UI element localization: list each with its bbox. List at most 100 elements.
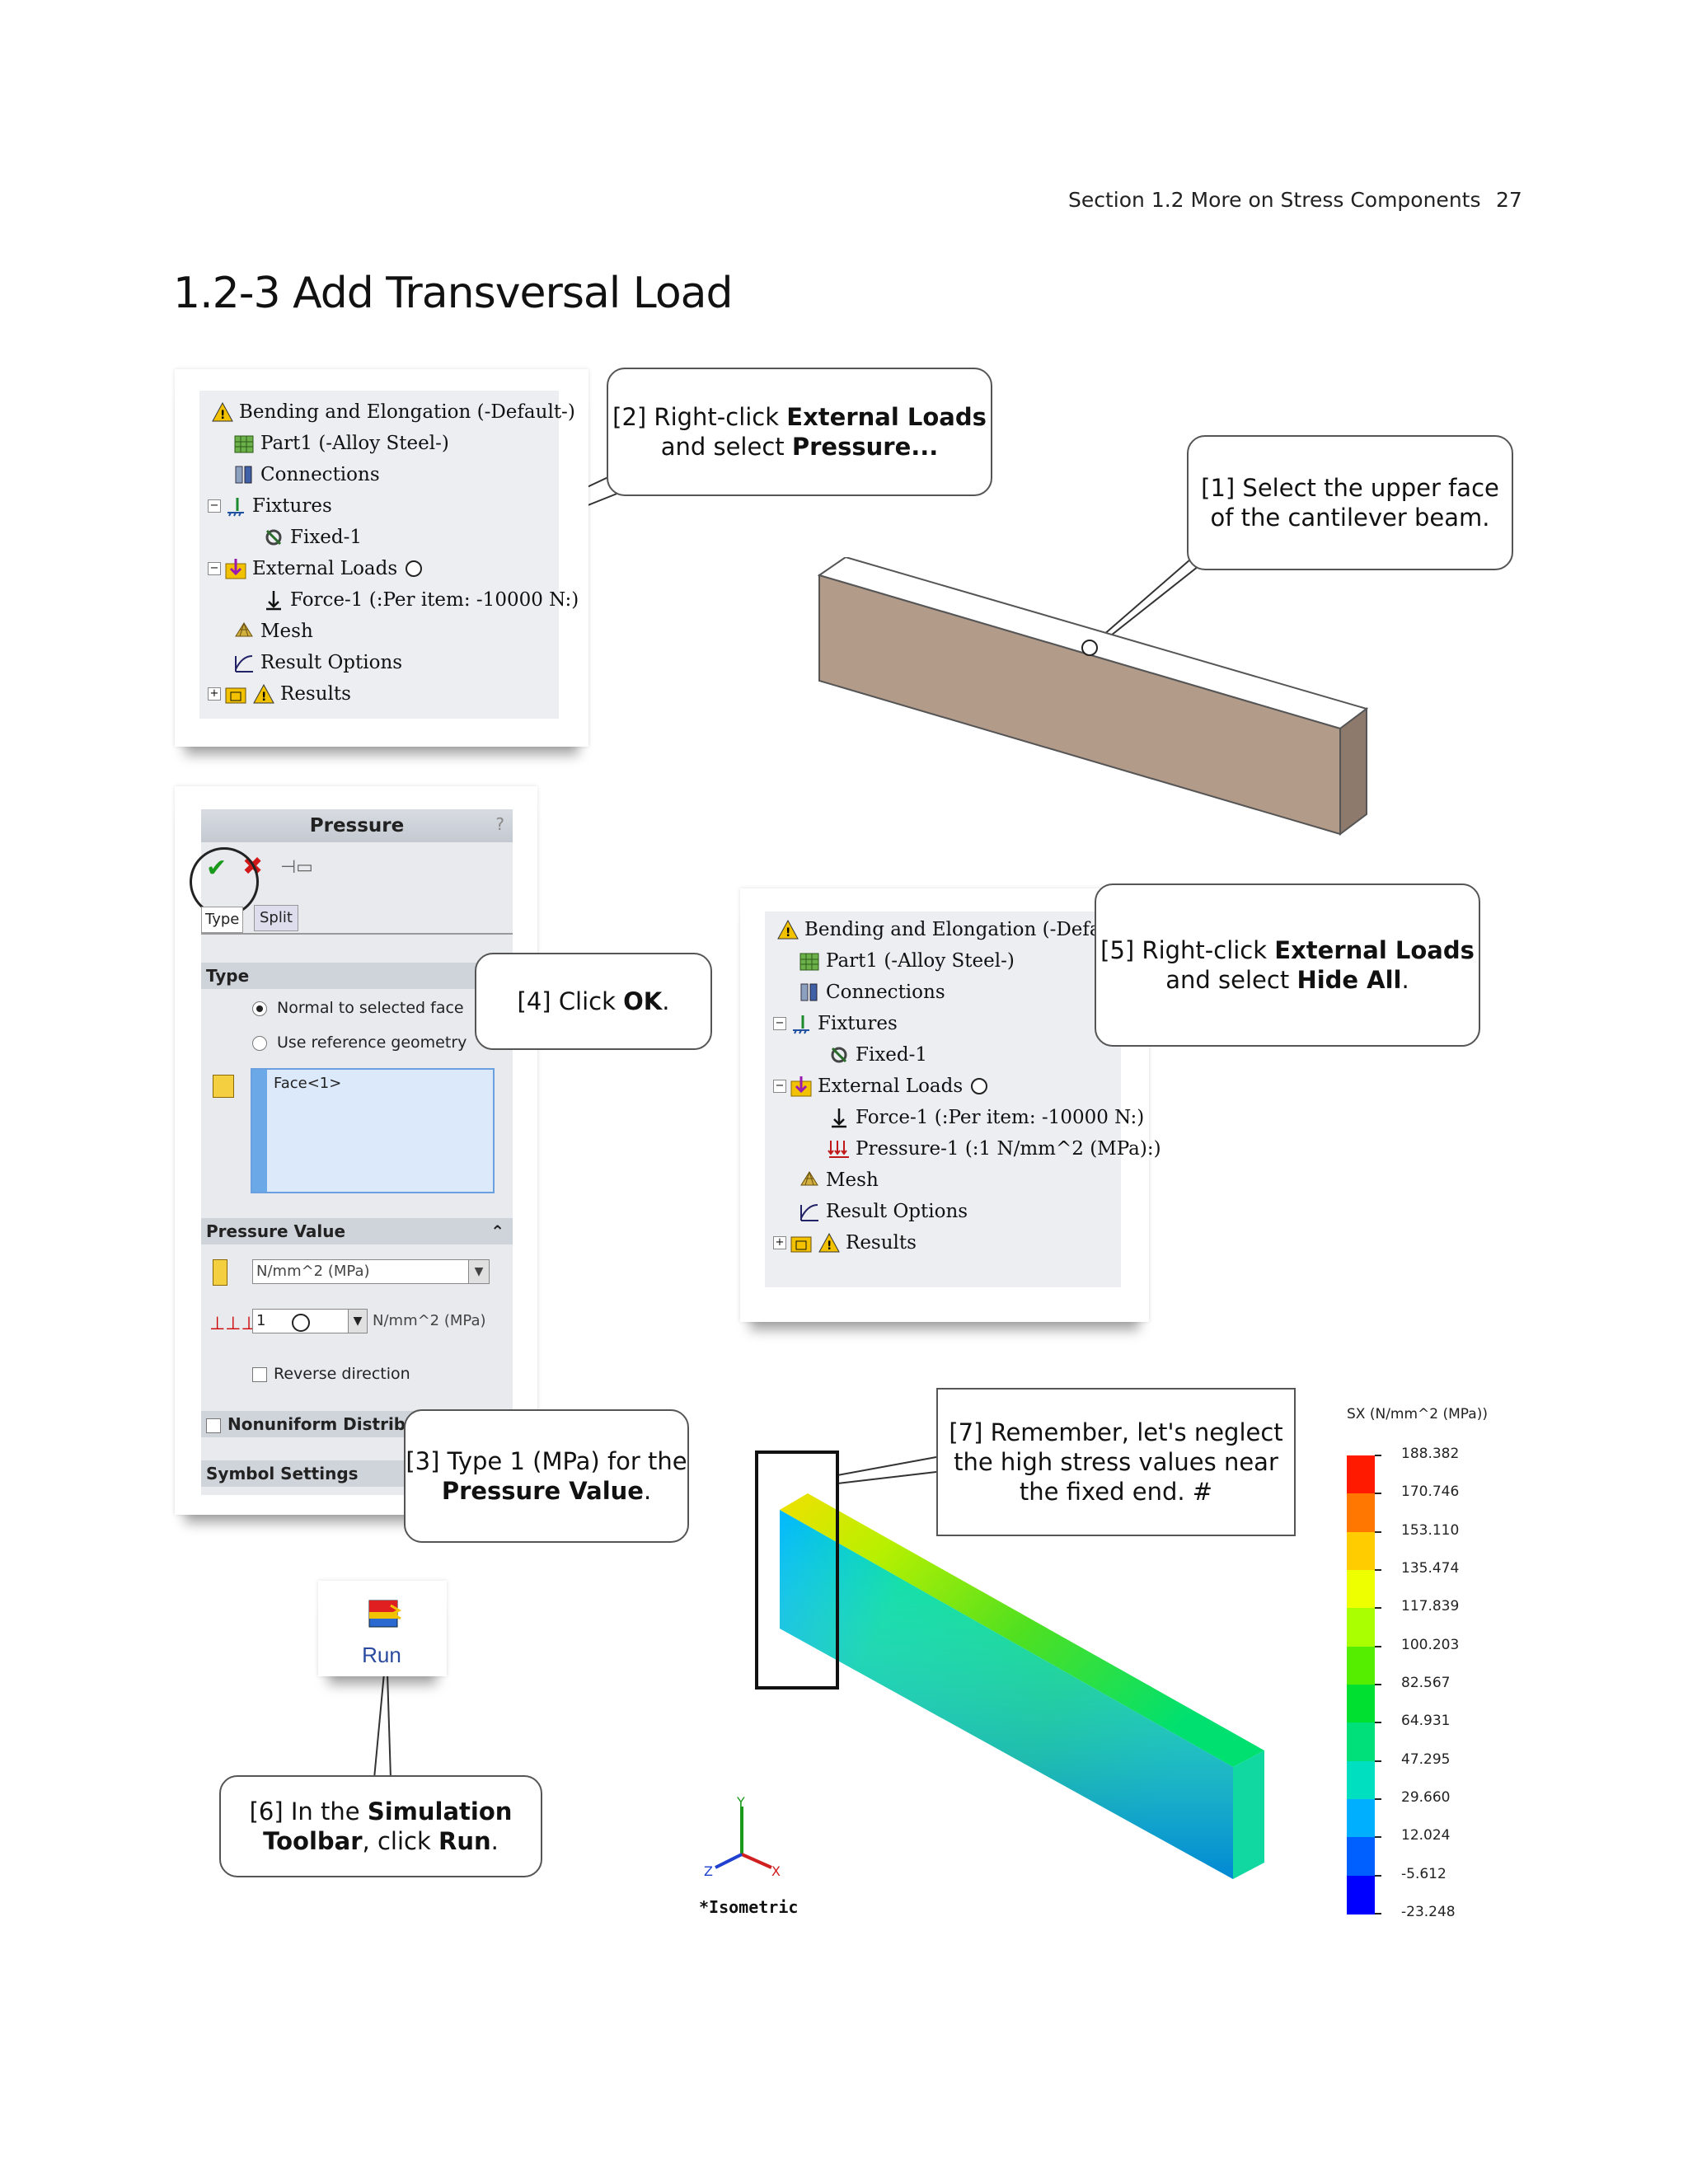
study-warning-icon: ! bbox=[776, 918, 799, 941]
dropdown-arrow-icon[interactable]: ▼ bbox=[468, 1260, 489, 1283]
collapse-icon[interactable]: − bbox=[773, 1080, 786, 1093]
legend-color-segment bbox=[1347, 1875, 1375, 1915]
legend-tick-mark bbox=[1375, 1684, 1381, 1685]
tree-item-label: Force-1 (:Per item: -10000 N:) bbox=[290, 589, 579, 611]
dropdown-arrow-icon[interactable]: ▼ bbox=[348, 1310, 367, 1333]
tree-item-mesh[interactable]: Mesh bbox=[798, 1165, 879, 1195]
run-button[interactable]: Run bbox=[345, 1596, 419, 1667]
legend-color-bar bbox=[1347, 1455, 1375, 1915]
collapse-icon[interactable]: − bbox=[208, 499, 221, 513]
tab-divider bbox=[201, 933, 513, 935]
tree-item-pressure-1[interactable]: Pressure-1 (:1 N/mm^2 (MPa):) bbox=[828, 1134, 1161, 1164]
cantilever-beam-model bbox=[817, 557, 1369, 836]
tree-item-study[interactable]: ! Bending and Elongation (-Default-) bbox=[776, 915, 1141, 944]
tree-item-fixed-1[interactable]: Fixed-1 bbox=[828, 1040, 927, 1070]
radio-unselected[interactable] bbox=[252, 1035, 267, 1051]
running-header: Section 1.2 More on Stress Components bbox=[1068, 188, 1481, 212]
tree-item-label: Result Options bbox=[260, 652, 403, 673]
tree-item-results[interactable]: + ! Results bbox=[208, 679, 351, 709]
selection-box-marker bbox=[252, 1070, 267, 1192]
connections-icon bbox=[232, 463, 256, 486]
collapse-icon[interactable]: − bbox=[208, 562, 221, 575]
tree-item-label: External Loads bbox=[818, 1076, 964, 1097]
units-select[interactable]: N/mm^2 (MPa) ▼ bbox=[252, 1259, 490, 1284]
option-normal-to-face[interactable]: Normal to selected face bbox=[252, 999, 464, 1017]
face-selection-box[interactable]: Face<1> bbox=[251, 1068, 495, 1193]
tree-item-fixtures[interactable]: − Fixtures bbox=[773, 1009, 898, 1038]
tree-item-external-loads[interactable]: − External Loads bbox=[773, 1071, 988, 1101]
tree-item-connections[interactable]: Connections bbox=[232, 460, 380, 490]
type-section-header[interactable]: Type bbox=[201, 963, 513, 989]
legend-color-segment bbox=[1347, 1646, 1375, 1685]
tree-item-result-options[interactable]: Result Options bbox=[798, 1197, 968, 1226]
external-loads-icon bbox=[224, 557, 247, 580]
tree-item-study[interactable]: ! Bending and Elongation (-Default-) bbox=[211, 397, 575, 427]
legend-color-segment bbox=[1347, 1837, 1375, 1877]
tree-item-label: Fixed-1 bbox=[856, 1044, 928, 1066]
axis-label-x: X bbox=[771, 1863, 781, 1879]
tree-item-force-1[interactable]: Force-1 (:Per item: -10000 N:) bbox=[828, 1103, 1144, 1132]
result-options-icon bbox=[798, 1200, 821, 1223]
selected-face-entry[interactable]: Face<1> bbox=[274, 1075, 342, 1092]
view-orientation-label: *Isometric bbox=[699, 1897, 799, 1917]
tree-item-label: Connections bbox=[826, 982, 945, 1003]
fixtures-icon bbox=[790, 1012, 813, 1035]
tree-item-result-options[interactable]: Result Options bbox=[232, 648, 402, 677]
fixtures-icon bbox=[224, 494, 247, 518]
tree-item-external-loads[interactable]: − External Loads bbox=[208, 554, 423, 583]
checkbox[interactable] bbox=[252, 1366, 267, 1382]
tree-item-label: Connections bbox=[260, 464, 380, 485]
tree-item-part[interactable]: Part1 (-Alloy Steel-) bbox=[232, 429, 449, 458]
svg-text:!: ! bbox=[785, 926, 790, 940]
tree-item-label: Mesh bbox=[826, 1169, 879, 1191]
legend-tick-label: -23.248 bbox=[1401, 1904, 1456, 1920]
callout-text: [2] Right-click External Loads and selec… bbox=[612, 403, 987, 461]
axis-label-y: Y bbox=[736, 1797, 745, 1810]
expand-icon[interactable]: + bbox=[208, 687, 221, 701]
tree-item-fixed-1[interactable]: Fixed-1 bbox=[262, 523, 362, 552]
tree-item-connections[interactable]: Connections bbox=[798, 977, 945, 1007]
legend-tick-mark bbox=[1375, 1530, 1381, 1533]
legend-tick-label: 82.567 bbox=[1401, 1675, 1451, 1691]
pressure-value-section-header[interactable]: Pressure Value⌃ bbox=[201, 1218, 513, 1244]
external-loads-icon bbox=[790, 1075, 813, 1098]
legend-color-segment bbox=[1347, 1760, 1375, 1800]
callout-step-3: [3] Type 1 (MPa) for the Pressure Value. bbox=[404, 1409, 689, 1543]
expand-icon[interactable]: + bbox=[773, 1236, 786, 1249]
legend-title: SX (N/mm^2 (MPa)) bbox=[1347, 1406, 1488, 1422]
legend-color-segment bbox=[1347, 1685, 1375, 1724]
callout-text: [3] Type 1 (MPa) for the Pressure Value. bbox=[406, 1447, 687, 1505]
result-end-face bbox=[1233, 1750, 1264, 1879]
tree-item-fixtures[interactable]: − Fixtures bbox=[208, 491, 332, 521]
option-reference-geometry[interactable]: Use reference geometry bbox=[252, 1033, 467, 1052]
tree-item-force-1[interactable]: Force-1 (:Per item: -10000 N:) bbox=[262, 585, 579, 615]
reverse-direction-checkbox[interactable]: Reverse direction bbox=[252, 1365, 410, 1383]
tree-item-label: Bending and Elongation (-Default-) bbox=[804, 919, 1141, 940]
callout-text: [4] Click OK. bbox=[517, 987, 670, 1015]
tree-item-part[interactable]: Part1 (-Alloy Steel-) bbox=[798, 946, 1015, 976]
callout-text: [1] Select the upper face of the cantile… bbox=[1201, 474, 1499, 532]
units-value: N/mm^2 (MPa) bbox=[256, 1263, 370, 1280]
collapse-chevron-icon[interactable]: ⌃ bbox=[490, 1221, 504, 1241]
collapse-icon[interactable]: − bbox=[773, 1017, 786, 1030]
pressure-property-manager: Pressure ? ✔ ✖ ⊣▭ Type Split Type Normal… bbox=[190, 809, 513, 1495]
callout-step-7: [7] Remember, let's neglect the high str… bbox=[936, 1388, 1296, 1536]
tree-item-results[interactable]: + ! Results bbox=[773, 1228, 917, 1258]
page-number: 27 bbox=[1496, 188, 1522, 212]
legend-tick-mark bbox=[1375, 1569, 1381, 1571]
help-icon[interactable]: ? bbox=[495, 814, 504, 834]
tree-item-mesh[interactable]: Mesh bbox=[232, 616, 313, 646]
pressure-value-input[interactable]: 1▼ bbox=[252, 1309, 368, 1333]
tree-item-label: Fixtures bbox=[818, 1013, 898, 1034]
radio-selected[interactable] bbox=[252, 1001, 267, 1016]
fixed-geometry-icon bbox=[262, 526, 285, 549]
checkbox[interactable] bbox=[206, 1418, 221, 1433]
tab-type[interactable]: Type bbox=[201, 907, 244, 933]
tab-split[interactable]: Split bbox=[254, 905, 298, 931]
legend-tick-mark bbox=[1375, 1493, 1381, 1495]
result-front-shading bbox=[780, 1510, 1233, 1879]
callout-step-2: [2] Right-click External Loads and selec… bbox=[607, 368, 992, 496]
axis-label-z: Z bbox=[704, 1863, 713, 1879]
tree-item-label: External Loads bbox=[252, 558, 398, 579]
pushpin-icon[interactable]: ⊣▭ bbox=[280, 857, 313, 878]
